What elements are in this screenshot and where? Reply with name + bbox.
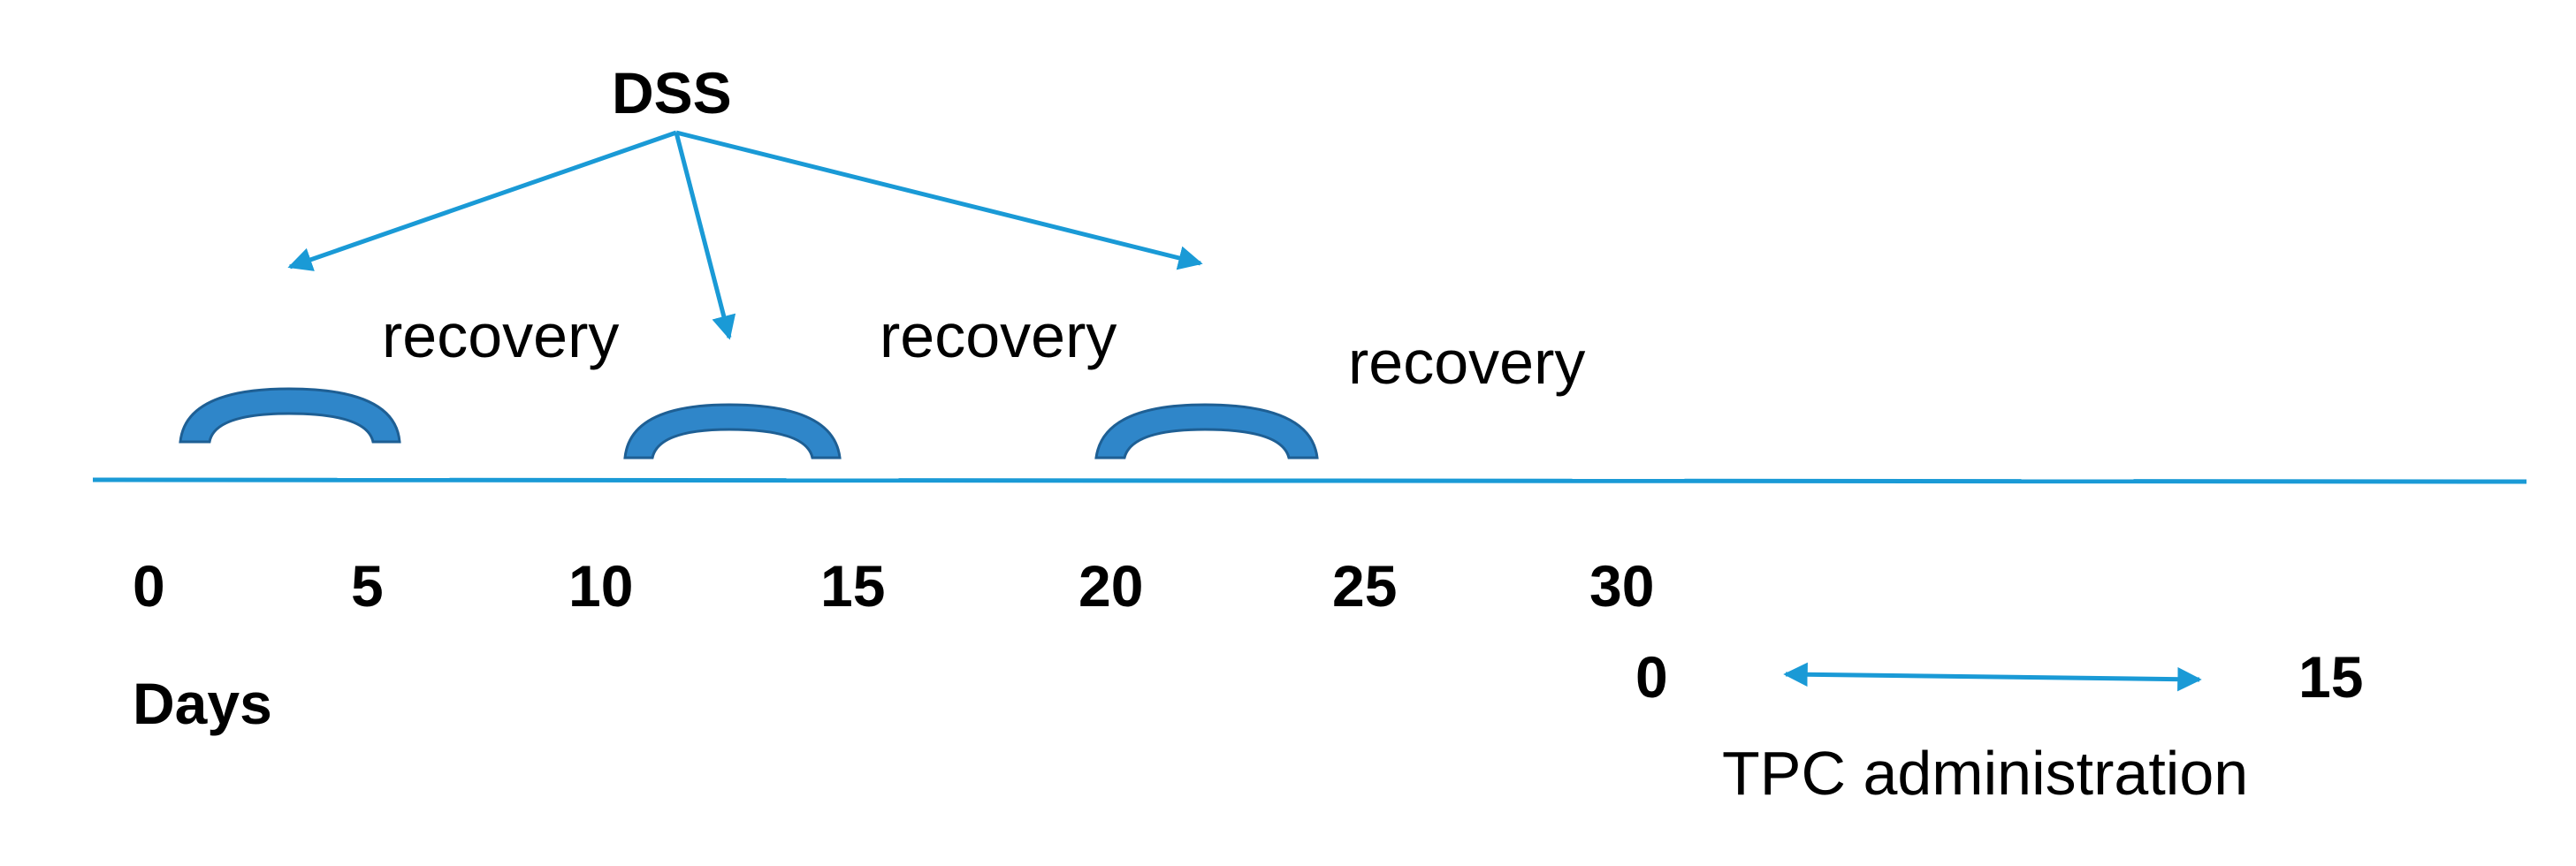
- day-tick-15: 15: [820, 553, 886, 619]
- tpc-end-tick: 15: [2298, 644, 2364, 710]
- tpc-administration-arrow: [1783, 662, 2202, 692]
- days-axis-label: Days: [133, 671, 272, 736]
- recovery-label-1: recovery: [382, 301, 620, 370]
- day-tick-25: 25: [1332, 553, 1398, 619]
- recovery-label-2: recovery: [880, 301, 1117, 370]
- dss-arrow-cycle-3: [675, 130, 1203, 270]
- tpc-administration-label: TPC administration: [1722, 739, 2249, 808]
- timeline-axis: [92, 477, 2527, 484]
- dss-arrow-cycle-1: [287, 130, 677, 271]
- day-tick-10: 10: [568, 553, 634, 619]
- tpc-start-tick: 0: [1635, 644, 1668, 710]
- day-tick-5: 5: [351, 553, 384, 619]
- dss-cycle-1-arc: [179, 387, 401, 444]
- dss-cycle-2-arc: [623, 403, 842, 460]
- day-tick-20: 20: [1078, 553, 1144, 619]
- recovery-label-3: recovery: [1348, 328, 1586, 397]
- dss-label: DSS: [612, 60, 732, 125]
- dss-cycle-3-arc: [1094, 403, 1319, 460]
- dss-arrow-cycle-2: [674, 132, 736, 340]
- day-tick-30: 30: [1589, 553, 1655, 619]
- day-tick-0: 0: [133, 553, 165, 619]
